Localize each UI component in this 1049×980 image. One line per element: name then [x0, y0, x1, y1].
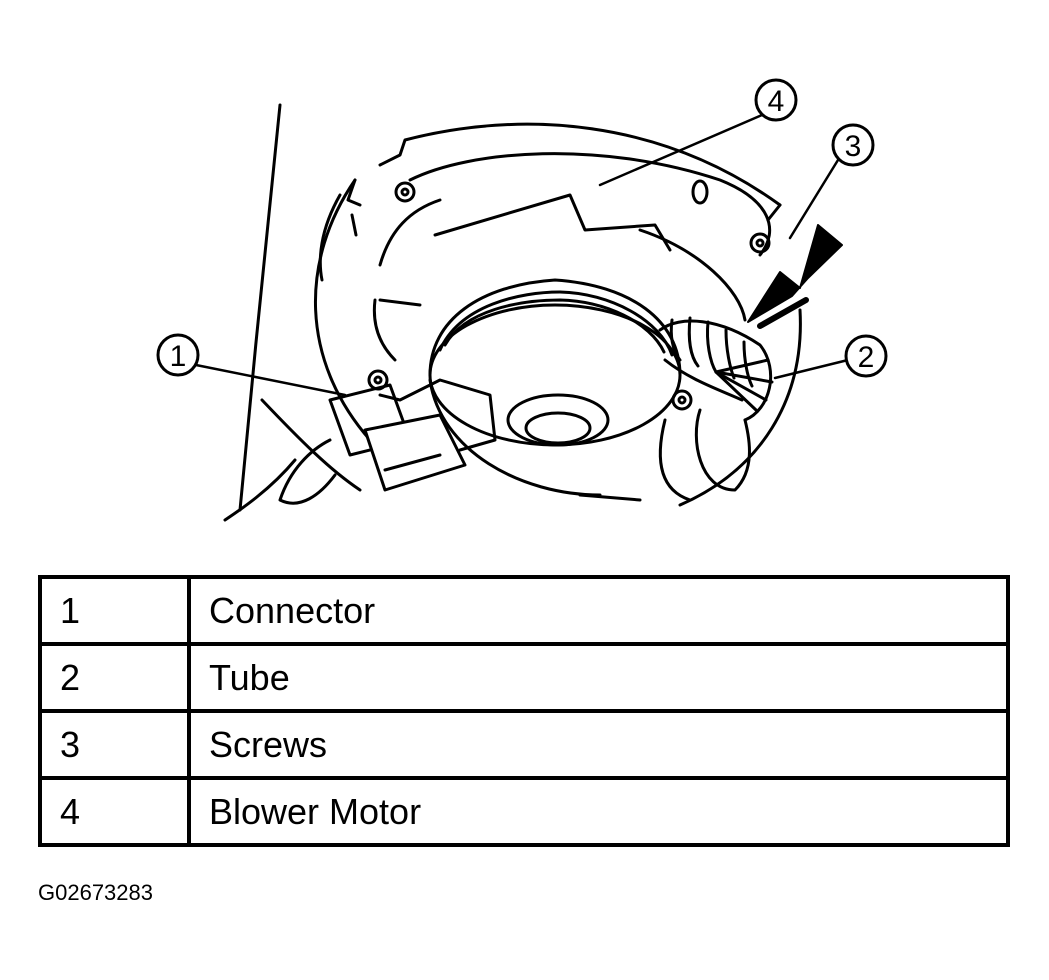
legend-description: Tube	[187, 642, 1010, 713]
callout-2: 2	[844, 334, 888, 378]
legend-number: 4	[38, 776, 191, 847]
housing	[314, 122, 802, 507]
legend-description: Blower Motor	[187, 776, 1010, 847]
svg-text:3: 3	[845, 130, 862, 163]
motor-body	[428, 278, 682, 502]
svg-text:1: 1	[170, 340, 187, 373]
mounting-plate	[372, 152, 771, 362]
legend-table: 1 Connector 2 Tube 3 Screws 4 Blower Mot…	[38, 575, 1010, 847]
legend-number: 3	[38, 709, 191, 780]
figure-id: G02673283	[38, 880, 153, 905]
legend-row: 1 Connector	[38, 575, 1010, 646]
callout-1: 1	[156, 333, 200, 377]
legend-number: 1	[38, 575, 191, 646]
panel-edge	[238, 103, 362, 512]
callout-4: 4	[754, 78, 798, 122]
blower-motor-diagram: 1 2 3 4	[156, 78, 888, 522]
connector	[223, 378, 497, 522]
legend-row: 3 Screws	[38, 709, 1010, 780]
legend-description: Screws	[187, 709, 1010, 780]
indicator-arrow	[747, 224, 843, 323]
callout-3: 3	[831, 123, 875, 167]
legend-row: 2 Tube	[38, 642, 1010, 713]
svg-text:2: 2	[858, 341, 875, 374]
screws	[367, 181, 771, 411]
legend-row: 4 Blower Motor	[38, 776, 1010, 847]
legend-number: 2	[38, 642, 191, 713]
callout-leaders	[194, 113, 850, 397]
svg-text:4: 4	[768, 85, 785, 118]
legend-description: Connector	[187, 575, 1010, 646]
tube	[658, 316, 774, 502]
